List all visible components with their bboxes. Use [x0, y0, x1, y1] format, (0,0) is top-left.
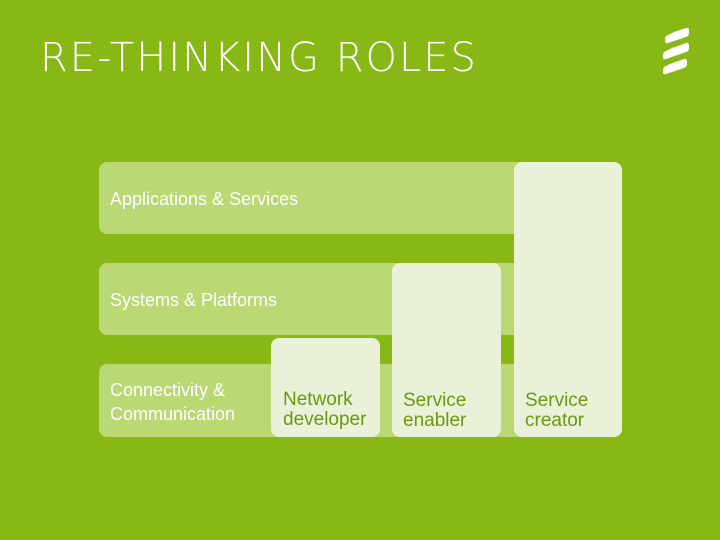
layer-label-systems-platforms: Systems & Platforms: [110, 290, 278, 310]
slide-title: RE-THINKING ROLES: [40, 35, 478, 81]
role-label-network-developer: Network developer: [283, 389, 367, 430]
role-column-service-creator: [514, 162, 622, 437]
role-column-service-enabler: [392, 263, 501, 437]
layer-label-applications-services: Applications & Services: [110, 189, 299, 209]
ericsson-logo-icon: [663, 28, 689, 75]
role-column-network-developer: [271, 338, 380, 437]
role-label-service-enabler: Service enabler: [403, 390, 467, 431]
layer-label-connectivity-communication: Connectivity & Communication: [110, 380, 236, 424]
role-label-service-creator: Service creator: [525, 390, 589, 431]
